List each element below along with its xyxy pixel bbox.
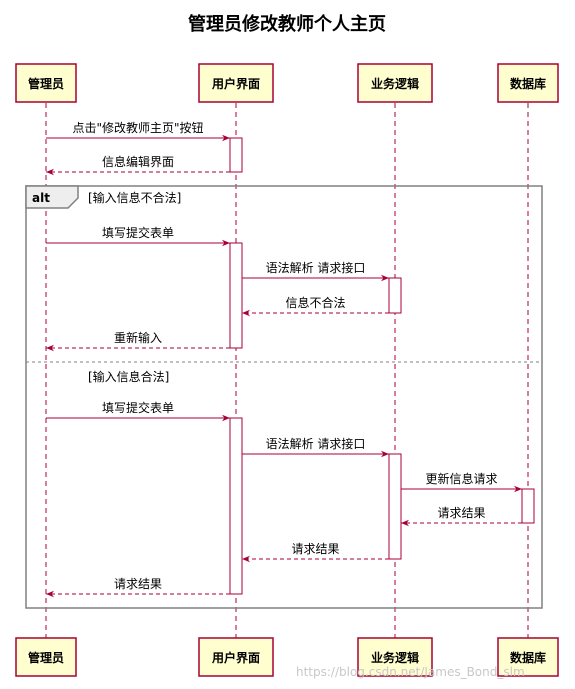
participant-logic-bottom-label: 业务逻辑 <box>371 650 419 665</box>
message-label-5: 信息不合法 <box>285 295 345 310</box>
message-label-4: 语法解析 请求接口 <box>266 260 366 275</box>
participant-admin-bottom <box>15 637 77 677</box>
alt-keyword: alt <box>32 191 50 205</box>
message-label-12: 请求结果 <box>114 577 162 591</box>
participant-db-top-label: 数据库 <box>510 76 546 91</box>
message-label-6: 重新输入 <box>114 330 162 345</box>
message-label-7: 填写提交表单 <box>102 400 174 415</box>
activation-ui-3 <box>229 417 243 595</box>
activation-bars <box>229 137 535 595</box>
alt-guard-1: [输入信息不合法] <box>88 190 181 205</box>
participant-logic-bottom <box>357 637 433 677</box>
participant-logic-top <box>357 63 433 103</box>
alt-fragment: alt [输入信息不合法] [输入信息合法] <box>25 185 543 609</box>
message-label-2: 信息编辑界面 <box>102 154 174 169</box>
participant-ui-top-label: 用户界面 <box>211 76 260 91</box>
participant-ui-top <box>198 63 274 103</box>
participant-ui-bottom <box>198 637 274 677</box>
activation-db-1 <box>521 488 535 524</box>
activation-ui-1 <box>229 137 243 173</box>
activation-logic-2 <box>388 453 402 560</box>
participant-db-bottom <box>497 637 559 677</box>
activation-logic-1 <box>388 277 402 314</box>
message-label-10: 请求结果 <box>437 506 485 520</box>
message-label-8: 语法解析 请求接口 <box>266 436 366 451</box>
participant-db-bottom-label: 数据库 <box>510 650 546 665</box>
diagram-title: 管理员修改教师个人主页 <box>188 13 386 35</box>
alt-frame-border <box>25 185 543 609</box>
participant-admin-top-label: 管理员 <box>28 76 64 91</box>
participant-ui-bottom-label: 用户界面 <box>211 650 260 665</box>
activation-ui-2 <box>229 242 243 349</box>
message-label-11: 请求结果 <box>291 542 339 556</box>
participant-admin-top <box>15 63 77 103</box>
participants: 管理员 用户界面 业务逻辑 数据库 管理员 用户界面 业务逻辑 数据库 <box>15 63 559 677</box>
message-label-9: 更新信息请求 <box>425 471 497 486</box>
message-label-3: 填写提交表单 <box>102 225 174 240</box>
participant-db-top <box>497 63 559 103</box>
alt-tab <box>25 185 79 209</box>
message-label-1: 点击"修改教师主页"按钮 <box>72 120 203 135</box>
participant-logic-top-label: 业务逻辑 <box>371 76 419 91</box>
participant-admin-bottom-label: 管理员 <box>28 650 64 665</box>
alt-guard-2: [输入信息合法] <box>88 369 169 384</box>
watermark-text: https://blog.csdn.net/James_Bond_slm <box>296 665 525 679</box>
